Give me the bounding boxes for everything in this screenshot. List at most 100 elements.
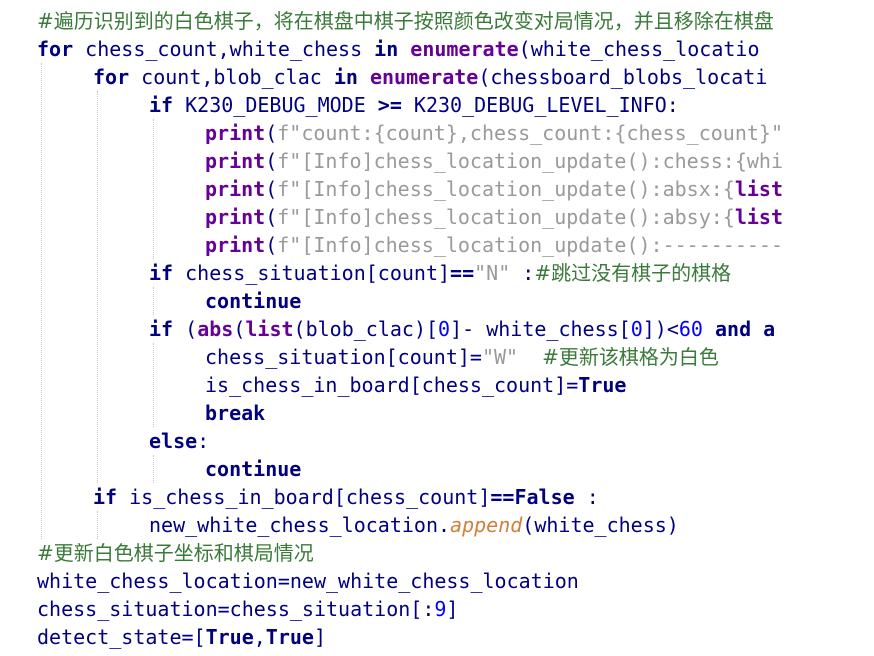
code-token: in [374, 37, 399, 61]
code-token: print [205, 205, 266, 229]
code-line[interactable]: is_chess_in_board[chess_count]=True [205, 371, 626, 399]
code-token: (blob_clac)[ [293, 317, 439, 341]
indent-guide [41, 63, 42, 539]
code-token: in [333, 65, 358, 89]
code-token: ( [265, 121, 278, 145]
code-token: 60 [678, 317, 703, 341]
code-line[interactable]: if is_chess_in_board[chess_count]==False… [93, 483, 599, 511]
code-token: #更新白色棋子坐标和棋局情况 [37, 541, 314, 565]
code-token: list [734, 177, 783, 201]
code-token: print [205, 177, 266, 201]
code-token: new_white_chess_location. [149, 513, 451, 537]
code-line[interactable]: print(f"[Info]chess_location_update():ch… [205, 147, 783, 175]
code-token: is_chess_in_board[chess_count] [117, 485, 491, 509]
code-token: chess_situation[count] [173, 261, 451, 285]
code-token: #遍历识别到的白色棋子，将在棋盘中棋子按照颜色改变对局情况，并且移除在棋盘 [37, 9, 774, 33]
code-token: >= [377, 93, 402, 117]
code-line[interactable]: for chess_count,white_chess in enumerate… [37, 35, 760, 63]
code-line[interactable]: detect_state=[True,True] [37, 623, 326, 651]
code-line[interactable]: continue [205, 455, 301, 483]
code-line[interactable]: #遍历识别到的白色棋子，将在棋盘中棋子按照颜色改变对局情况，并且移除在棋盘 [37, 7, 774, 35]
code-token: white_chess_location=new_white_chess_loc… [37, 569, 579, 593]
code-token: K230_DEBUG_MODE [173, 93, 378, 117]
code-token: (white_chess) [522, 513, 679, 537]
code-token: continue [205, 289, 302, 313]
code-token: 9 [434, 597, 447, 621]
code-token: False [514, 485, 575, 509]
code-token: "W" [481, 345, 519, 369]
code-token: ])< [642, 317, 679, 341]
code-token: ( [173, 317, 198, 341]
code-token: : [197, 429, 210, 453]
indent-guide [153, 343, 154, 427]
code-token: "N" [474, 261, 511, 285]
indent-guide [97, 91, 98, 483]
code-token: True [205, 625, 254, 649]
indent-guide [153, 455, 154, 483]
code-token: , [253, 625, 266, 649]
code-token: f"count:{count},chess_count:{chess_count… [277, 121, 783, 145]
code-token [398, 37, 410, 61]
code-token: abs [197, 317, 234, 341]
code-token: f"[Info]chess_location_update():absx:{ [277, 177, 735, 201]
code-token: print [205, 121, 266, 145]
code-line[interactable]: chess_situation=chess_situation[:9] [37, 595, 458, 623]
indent-guide [97, 511, 98, 539]
code-token: else [149, 429, 198, 453]
code-token: count,blob_clac [129, 65, 334, 89]
code-token: append [450, 513, 523, 537]
indent-guide [153, 119, 154, 259]
code-token: True [265, 625, 314, 649]
code-line[interactable]: print(f"[Info]chess_location_update():ab… [205, 175, 783, 203]
code-line[interactable]: #更新白色棋子坐标和棋局情况 [37, 539, 314, 567]
code-line[interactable]: continue [205, 287, 301, 315]
code-line[interactable]: break [205, 399, 265, 427]
code-token: continue [205, 457, 302, 481]
code-token: print [205, 233, 266, 257]
code-token: break [205, 401, 266, 425]
code-line[interactable]: print(f"count:{count},chess_count:{chess… [205, 119, 783, 147]
code-token: for [37, 37, 74, 61]
code-token: True [578, 373, 627, 397]
code-line[interactable]: print(f"[Info]chess_location_update():ab… [205, 203, 783, 231]
code-token: #更新该棋格为白色 [542, 345, 719, 369]
code-line[interactable]: chess_situation[count]="W" #更新该棋格为白色 [205, 343, 719, 371]
code-token: : [574, 485, 599, 509]
code-token: enumerate [410, 37, 519, 61]
code-token: for [93, 65, 130, 89]
code-token: enumerate [369, 65, 479, 89]
code-line[interactable]: if chess_situation[count]=="N" :#跳过没有棋子的… [149, 259, 731, 287]
code-token: 0 [630, 317, 643, 341]
code-token: ] [446, 597, 459, 621]
indent-guide [153, 287, 154, 315]
code-line[interactable]: for count,blob_clac in enumerate(chessbo… [93, 63, 767, 91]
code-token: ( [265, 205, 278, 229]
code-token: ( [265, 177, 278, 201]
code-line[interactable]: white_chess_location=new_white_chess_loc… [37, 567, 579, 595]
code-token: is_chess_in_board[chess_count]= [205, 373, 579, 397]
code-token [518, 345, 542, 369]
code-token: f"[Info]chess_location_update():chess:{w… [277, 149, 783, 173]
code-token: (white_chess_locatio [518, 37, 760, 61]
code-token [703, 317, 715, 341]
code-token: : [510, 261, 535, 285]
code-token: if [149, 261, 174, 285]
code-token: ( [265, 149, 278, 173]
code-line[interactable]: if K230_DEBUG_MODE >= K230_DEBUG_LEVEL_I… [149, 91, 679, 119]
code-token: #跳过没有棋子的棋格 [534, 261, 732, 285]
code-token: ] [313, 625, 327, 649]
code-token: K230_DEBUG_LEVEL_INFO: [401, 93, 679, 117]
code-line[interactable]: print(f"[Info]chess_location_update():--… [205, 231, 783, 259]
code-token: == [450, 261, 475, 285]
code-line[interactable]: new_white_chess_location.append(white_ch… [149, 511, 679, 539]
code-token: 0 [438, 317, 451, 341]
code-token: ( [233, 317, 246, 341]
code-token: (chessboard_blobs_locati [478, 65, 768, 89]
code-line[interactable]: if (abs(list(blob_clac)[0]- white_chess[… [149, 315, 775, 343]
code-token: f"[Info]chess_location_update():absy:{ [277, 205, 735, 229]
code-token: == [490, 485, 515, 509]
code-line[interactable]: else: [149, 427, 209, 455]
code-token: ]- white_chess[ [450, 317, 631, 341]
code-token: list [734, 205, 783, 229]
